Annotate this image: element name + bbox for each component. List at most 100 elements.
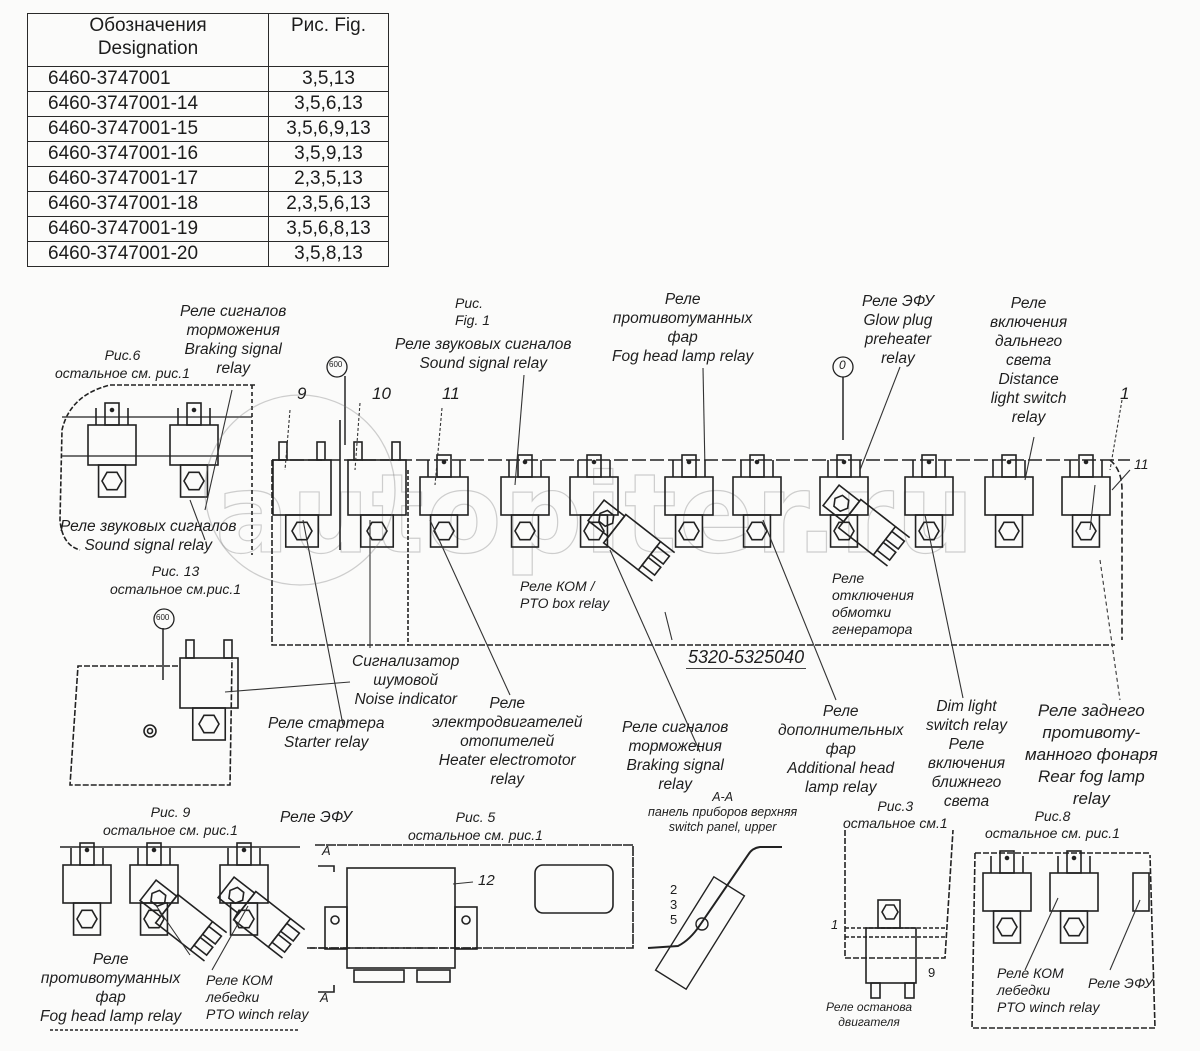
watermark: autopiter.ru — [214, 449, 977, 578]
caption-fig1-ru: Рис. — [455, 295, 484, 311]
watermark-ring — [204, 394, 396, 586]
label-line: Реле КОМ — [206, 972, 273, 988]
label-line: preheater — [864, 331, 932, 348]
label-line: Реле сигналов — [622, 719, 729, 736]
relay-symbol — [664, 454, 714, 548]
label-line: Реле — [1010, 295, 1047, 312]
label-line: торможения — [186, 322, 280, 339]
label-line: генератора — [832, 621, 913, 637]
label-line: Рис. 5 — [455, 809, 496, 825]
relay-symbol — [500, 454, 550, 548]
relay-symbol — [347, 441, 407, 548]
position-1-fig3: 1 — [831, 917, 839, 932]
label-line: дополнительных — [778, 722, 904, 739]
label-line: relay — [881, 350, 915, 367]
label-line: Реле — [664, 291, 701, 308]
designation-cell: 6460-3747001 — [27, 66, 269, 92]
position-1: 1 — [1120, 384, 1130, 403]
position-11-right: 11 — [1134, 456, 1149, 472]
label-line: Реле останова — [826, 1000, 913, 1014]
label-line: остальное см. рис.1 — [985, 825, 1120, 841]
label-line: PTO winch relay — [206, 1006, 309, 1022]
label-line: relay — [490, 771, 525, 788]
label-line: PTO box relay — [520, 595, 610, 611]
label-line: ближнего — [931, 774, 1002, 791]
label-line: Braking signal — [626, 757, 724, 774]
fig-cell: 3,5,8,13 — [268, 241, 389, 267]
label-line: обмотки — [832, 604, 892, 620]
label-line: фар — [667, 329, 698, 346]
label-line: остальное см. рис.1 — [408, 827, 543, 843]
label-line: Rear fog lamp — [1037, 767, 1145, 786]
label-line: Сигнализатор — [352, 653, 460, 670]
label-line: торможения — [628, 738, 722, 755]
relay-symbol — [169, 402, 219, 498]
label-line: Рис.6 — [104, 347, 141, 363]
label-line: Starter relay — [284, 734, 369, 751]
position-9-fig3: 9 — [928, 965, 936, 980]
label-line: Рис.3 — [877, 798, 914, 814]
angled-relay — [586, 498, 676, 582]
part-number: 5320-5325040 — [686, 647, 807, 669]
section-a-top: A — [322, 843, 331, 858]
main-panel — [271, 420, 1130, 646]
label-line: Реле сигналов — [180, 303, 287, 320]
caption-fig1: Рис.Fig. 1 — [455, 295, 490, 329]
relay-symbol — [1049, 850, 1099, 944]
label-line: Рис. 13 — [151, 563, 200, 579]
relay-symbol — [982, 850, 1032, 944]
angled-relay — [216, 875, 306, 959]
position-2: 2 — [670, 882, 678, 897]
header-designation-ru: Обозначения — [89, 15, 207, 36]
designation-cell: 6460-3747001-15 — [27, 116, 269, 142]
position-10: 10 — [372, 384, 391, 403]
fig-cell: 3,5,6,9,13 — [268, 116, 389, 142]
callout-pto-box: Реле КОМ /PTO box relay — [520, 578, 609, 612]
relay-symbol — [1061, 454, 1111, 548]
fig6-detail — [59, 384, 255, 555]
label-line: отключения — [832, 587, 914, 603]
relay-symbol — [419, 454, 469, 548]
label-line: Реле ЭФУ — [862, 293, 934, 310]
label-line: противоту- — [1042, 723, 1141, 742]
label-line: фар — [95, 989, 126, 1006]
fig8-detail — [971, 852, 1156, 1029]
label-line: Heater electromotor — [438, 752, 576, 769]
label-line: панель приборов верхняя — [648, 805, 798, 819]
label-line: включения — [990, 314, 1068, 331]
label-line: switch panel, upper — [668, 820, 777, 834]
label-line: Реле — [489, 695, 526, 712]
designation-cell: 6460-3747001-20 — [27, 241, 269, 267]
label-line: Реле стартера — [268, 715, 385, 732]
section-a-bottom: A — [320, 990, 329, 1005]
bubble-600-bottom: 600 — [156, 613, 170, 622]
position-11: 11 — [442, 384, 460, 403]
label-line: Реле — [948, 736, 985, 753]
label-line: relay — [658, 776, 692, 793]
label-line: электродвигателей — [432, 714, 583, 731]
relay-symbol — [87, 402, 137, 498]
designation-cell: 6460-3747001-19 — [27, 216, 269, 242]
label-line: Fog head lamp relay — [612, 348, 754, 365]
label-line: relay — [1011, 409, 1046, 426]
fig13-detail — [69, 659, 233, 786]
angled-relay-symbols — [138, 483, 911, 962]
